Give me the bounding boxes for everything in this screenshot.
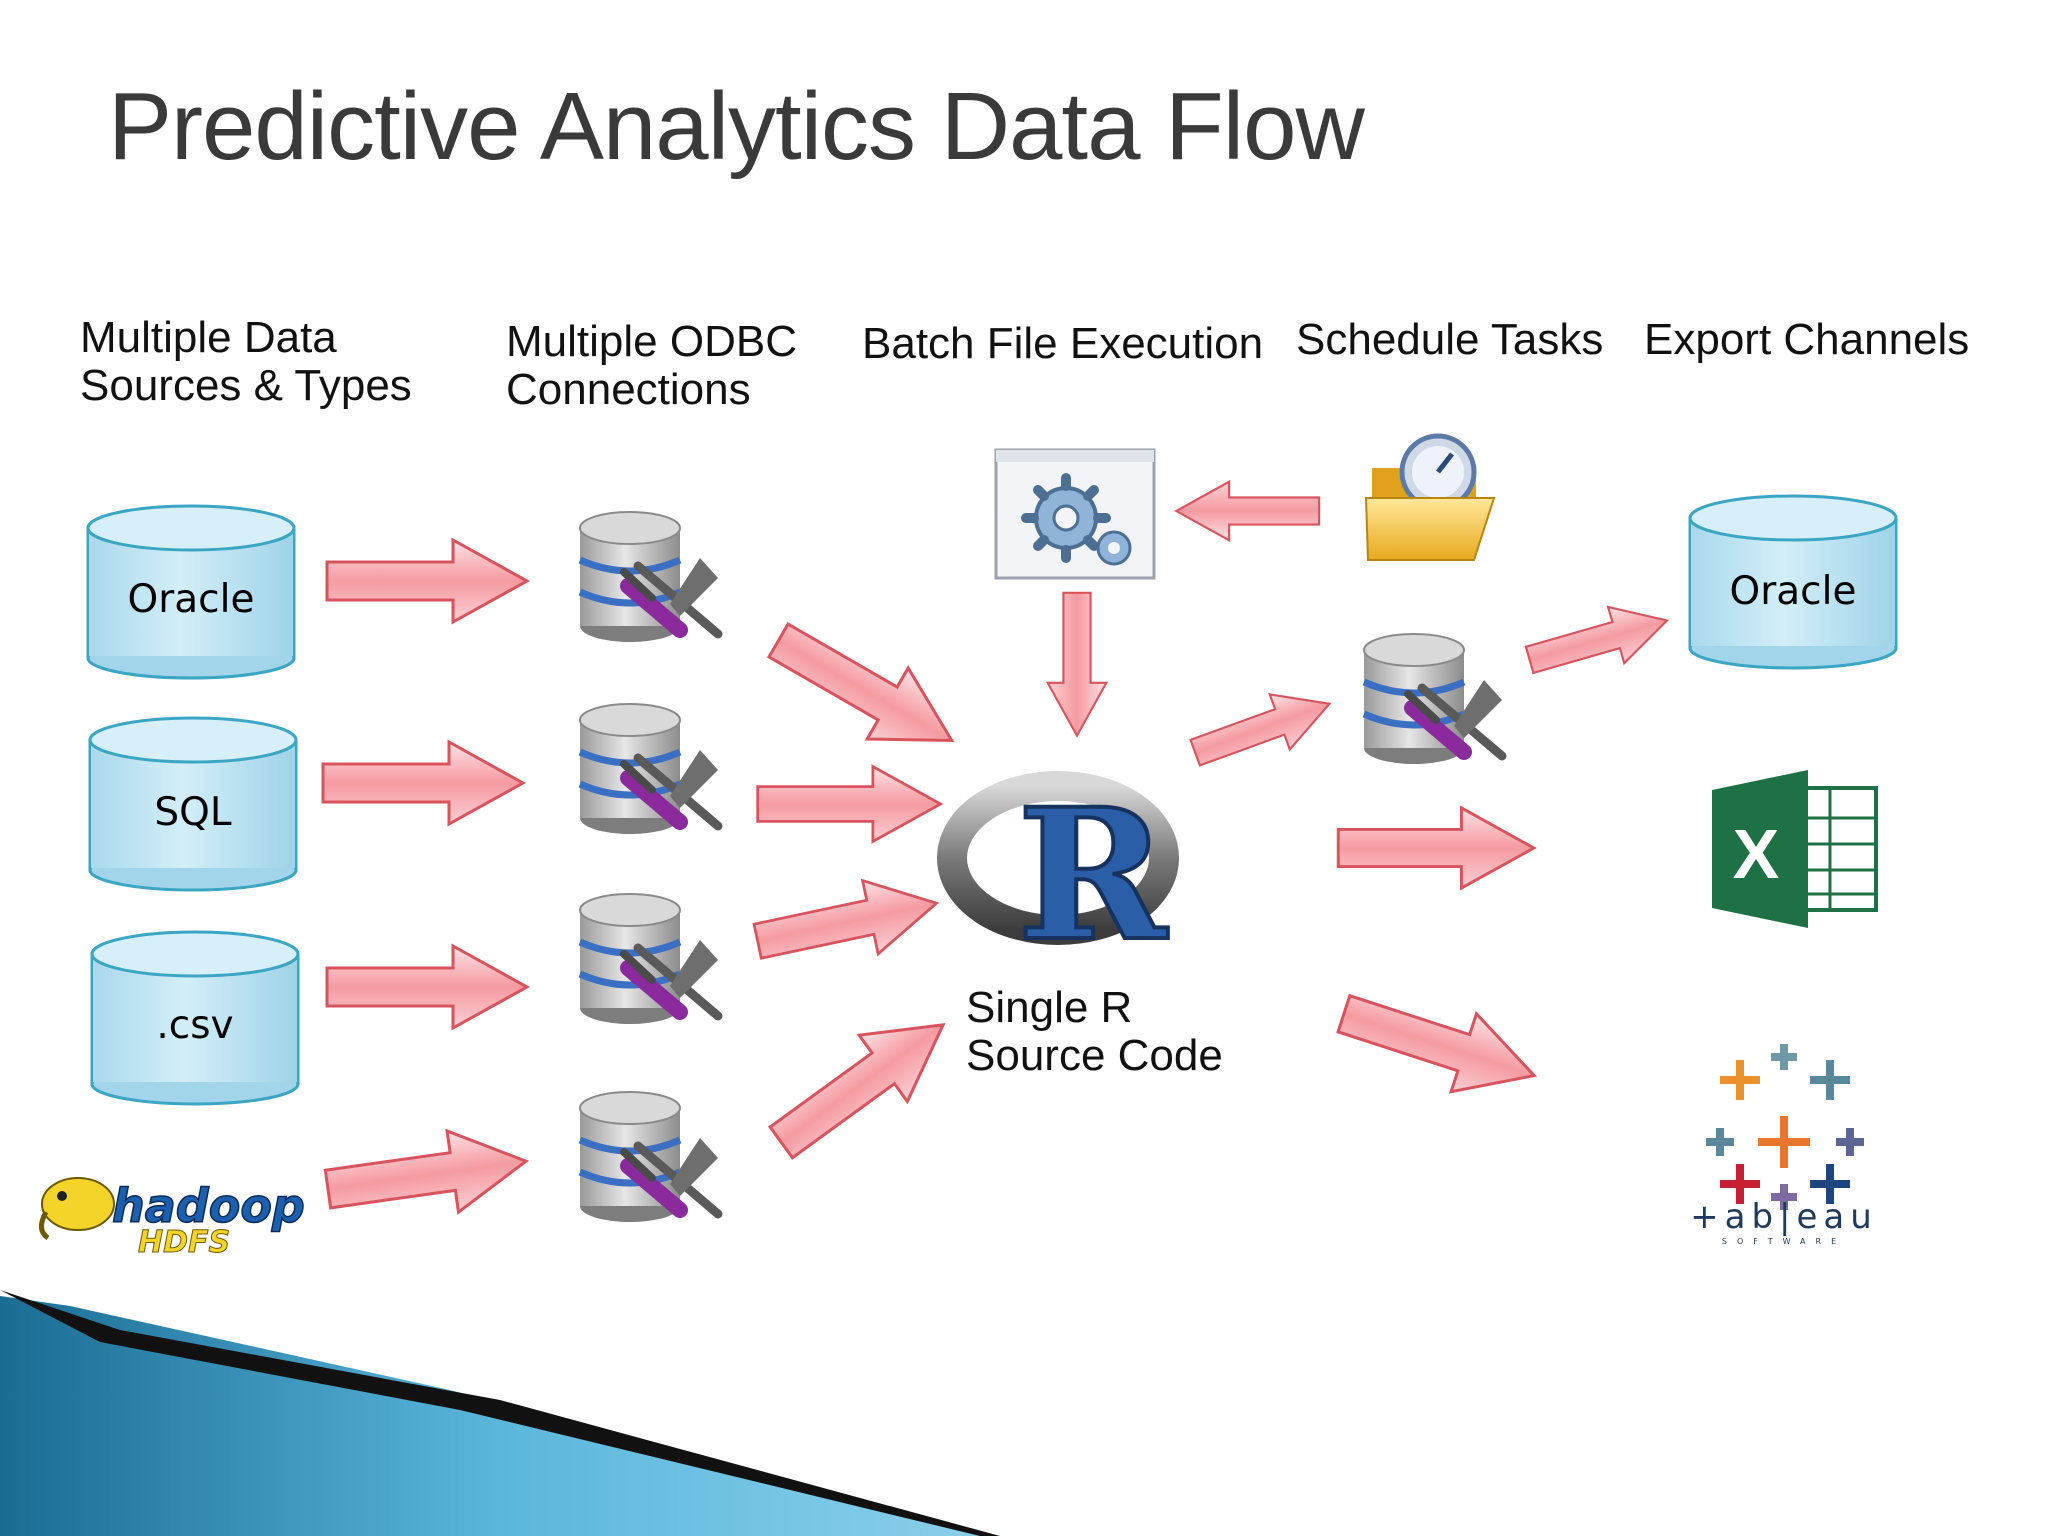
excel-icon: X bbox=[1712, 770, 1878, 928]
arrow-r-to-excel bbox=[1338, 808, 1534, 888]
heading-export: Export Channels bbox=[1644, 315, 1970, 364]
arrow-sql-to-odbc bbox=[321, 740, 525, 826]
source-oracle-cylinder: Oracle bbox=[86, 504, 296, 680]
heading-data-sources-text: Multiple Data Sources & Types bbox=[80, 313, 412, 410]
r-letter: R bbox=[1017, 770, 1168, 981]
heading-schedule: Schedule Tasks bbox=[1296, 315, 1604, 364]
r-source-label-text: Single R Source Code bbox=[966, 983, 1223, 1080]
arrow-hadoop-to-odbc bbox=[320, 1119, 534, 1232]
excel-letter: X bbox=[1733, 815, 1780, 893]
arrow-odbc2-to-r bbox=[756, 765, 942, 843]
tableau-wordmark: +ab|eau bbox=[1690, 1197, 1878, 1237]
arrow-r-to-tableau bbox=[1331, 975, 1547, 1115]
arrow-csv-to-odbc bbox=[325, 944, 529, 1030]
tableau-logo: +ab|eau SOFTWARE bbox=[1690, 1044, 1878, 1246]
hadoop-text: hadoop bbox=[112, 1179, 305, 1233]
arrow-batch-to-r bbox=[1046, 591, 1108, 738]
export-oracle-label: Oracle bbox=[1730, 569, 1857, 614]
source-csv-cylinder: .csv bbox=[90, 930, 300, 1106]
heading-data-sources: Multiple Data Sources & Types bbox=[80, 314, 412, 410]
arrow-odbc4-to-r bbox=[755, 989, 969, 1178]
tableau-software-text: SOFTWARE bbox=[1722, 1237, 1846, 1246]
heading-odbc: Multiple ODBC Connections bbox=[506, 318, 797, 414]
arrow-odbc3-to-r bbox=[748, 865, 946, 980]
batch-file-window-icon bbox=[994, 448, 1156, 580]
arrow-r-to-export-odbc bbox=[1183, 674, 1341, 782]
hdfs-text: HDFS bbox=[138, 1225, 230, 1260]
decorative-corner-band bbox=[0, 1290, 1000, 1536]
arrow-odbc1-to-r bbox=[756, 603, 974, 778]
arrow-schedule-to-batch bbox=[1174, 480, 1321, 542]
r-logo: R bbox=[937, 768, 1179, 983]
odbc-connection-icon-3 bbox=[580, 894, 718, 1024]
odbc-connection-icon-2 bbox=[580, 704, 718, 834]
source-csv-label: .csv bbox=[156, 1003, 233, 1048]
source-oracle-label: Oracle bbox=[128, 577, 255, 622]
heading-batch: Batch File Execution bbox=[862, 319, 1264, 368]
slide-title: Predictive Analytics Data Flow bbox=[108, 73, 1365, 180]
source-sql-cylinder: SQL bbox=[88, 716, 298, 892]
heading-odbc-text: Multiple ODBC Connections bbox=[506, 317, 797, 414]
schedule-tasks-folder-icon bbox=[1364, 433, 1496, 561]
odbc-connection-icon-1 bbox=[580, 512, 718, 642]
odbc-connection-icon-4 bbox=[580, 1092, 718, 1222]
export-oracle-cylinder: Oracle bbox=[1688, 494, 1898, 670]
arrow-oracle-to-odbc bbox=[325, 538, 529, 624]
hadoop-hdfs-logo: hadoop HDFS bbox=[39, 1177, 306, 1261]
r-source-label: Single R Source Code bbox=[966, 984, 1223, 1080]
export-odbc-connection-icon bbox=[1364, 634, 1502, 764]
source-sql-label: SQL bbox=[154, 790, 231, 835]
arrow-export-odbc-to-oracle bbox=[1520, 591, 1677, 690]
